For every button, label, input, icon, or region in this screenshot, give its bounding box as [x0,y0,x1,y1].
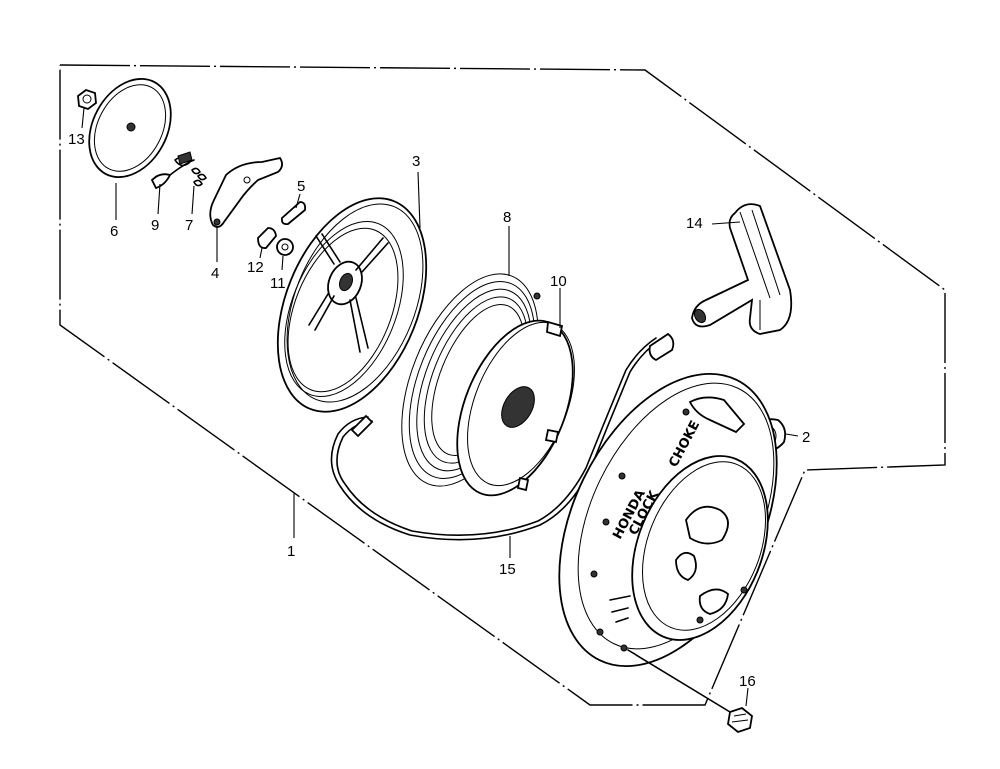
part-11-washer [276,238,294,256]
callout-1: 1 [287,543,295,560]
part-16-flange-bolt [627,649,753,734]
callout-16: 16 [739,673,756,690]
callout-10: 10 [550,273,567,290]
assembly-boundary [59,64,946,706]
part-14-starter-grip [691,203,793,335]
callout-12: 12 [247,259,264,276]
callout-15: 15 [499,561,516,578]
callout-4: 4 [211,265,219,282]
part-10-spring-retainer [456,319,575,497]
part-3-starter-reel [276,197,428,413]
callout-2: 2 [802,429,810,446]
callout-11: 11 [270,275,286,292]
part-13-nut [77,88,97,111]
part-4-ratchet-pawl [209,156,283,228]
starter-case: HONDA CLOCK CHOKE [558,372,778,668]
part-5-pin [280,201,307,226]
part-15-starter-rope [330,332,675,541]
part-6-guide-plate [88,78,172,178]
callout-5: 5 [297,178,305,195]
part-7-ratchet-spring [174,151,207,187]
leader-lines [81,107,799,707]
callout-6: 6 [110,223,118,240]
part-12-pin [257,227,277,249]
callout-9: 9 [151,217,159,234]
callout-7: 7 [185,217,193,234]
callout-13: 13 [68,131,85,148]
callout-8: 8 [503,209,511,226]
callout-3: 3 [412,153,420,170]
callout-numbers: 1 2 3 4 5 6 7 8 9 10 11 12 13 14 15 16 [68,131,810,690]
callout-14: 14 [686,215,703,232]
